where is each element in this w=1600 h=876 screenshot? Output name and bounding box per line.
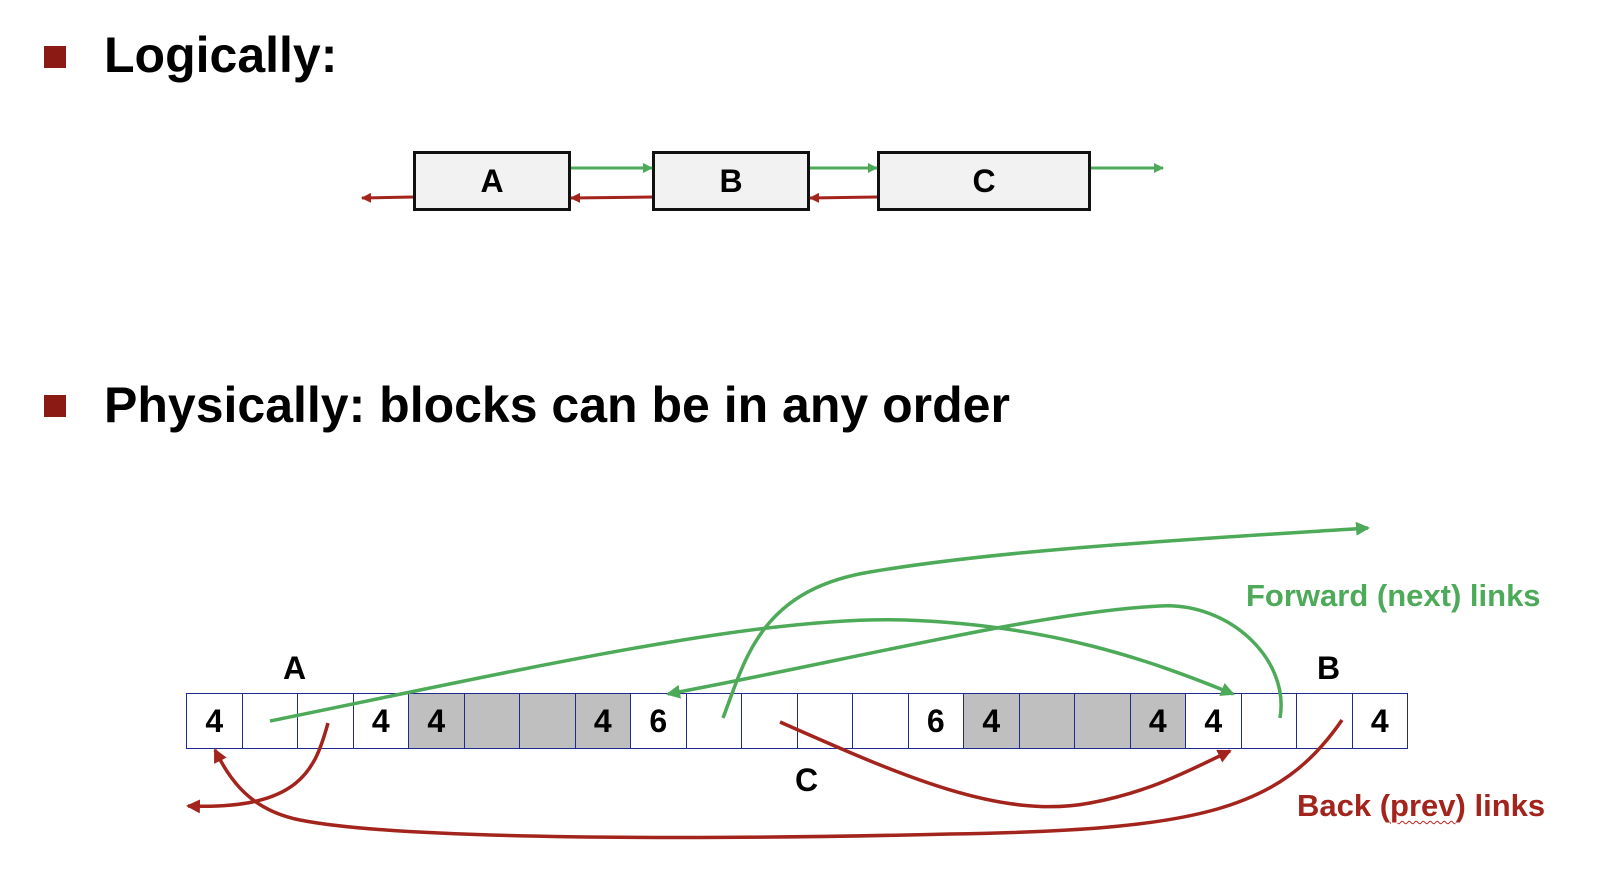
physical-memory-row: 4 4 4 4 6 6 4 4 4 4 xyxy=(186,693,1408,749)
forward-link-b-to-c xyxy=(666,604,1283,719)
logical-back-arrow-a-prev xyxy=(361,192,414,203)
legend-forward-links: Forward (next) links xyxy=(1246,578,1541,613)
heading-logically: Logically: xyxy=(104,27,338,83)
legend-back-prefix: Back ( xyxy=(1297,788,1391,823)
memory-cell-allocated xyxy=(1018,693,1075,749)
logical-block-a: A xyxy=(413,151,571,211)
legend-back-links: Back (prev) links xyxy=(1297,788,1545,824)
memory-cell-allocated: 4 xyxy=(1129,693,1186,749)
bullet-physically xyxy=(44,395,66,417)
memory-cell xyxy=(241,693,298,749)
back-link-b-to-a xyxy=(213,719,1344,840)
memory-cell: 4 xyxy=(186,693,243,749)
bullet-logically xyxy=(44,46,66,68)
memory-cell: 4 xyxy=(1185,693,1242,749)
block-label-a: A xyxy=(283,650,307,686)
memory-cell: 4 xyxy=(1351,693,1408,749)
logical-block-c: C xyxy=(877,151,1091,211)
memory-cell xyxy=(796,693,853,749)
logical-block-b: B xyxy=(652,151,810,211)
back-link-a-to-prev xyxy=(186,722,330,814)
memory-cell: 6 xyxy=(907,693,964,749)
block-label-b: B xyxy=(1317,650,1341,686)
block-label-c: C xyxy=(795,762,819,798)
legend-back-suffix: ) links xyxy=(1455,788,1546,823)
memory-cell xyxy=(852,693,909,749)
logical-back-arrow-b-a xyxy=(570,192,653,203)
memory-cell-allocated: 4 xyxy=(408,693,465,749)
memory-cell-allocated: 4 xyxy=(963,693,1020,749)
heading-physically: Physically: blocks can be in any order xyxy=(104,377,1010,433)
legend-back-word: prev xyxy=(1390,788,1456,823)
memory-cell-allocated xyxy=(519,693,576,749)
memory-cell xyxy=(297,693,354,749)
memory-cell xyxy=(741,693,798,749)
memory-cell-allocated: 4 xyxy=(574,693,631,749)
forward-link-c-to-next xyxy=(721,521,1370,719)
memory-cell xyxy=(1240,693,1297,749)
back-link-c-to-b xyxy=(779,720,1232,809)
forward-link-a-to-b xyxy=(269,617,1235,723)
memory-cell: 6 xyxy=(630,693,687,749)
logical-back-arrow-c-b xyxy=(809,192,878,203)
memory-cell xyxy=(685,693,742,749)
